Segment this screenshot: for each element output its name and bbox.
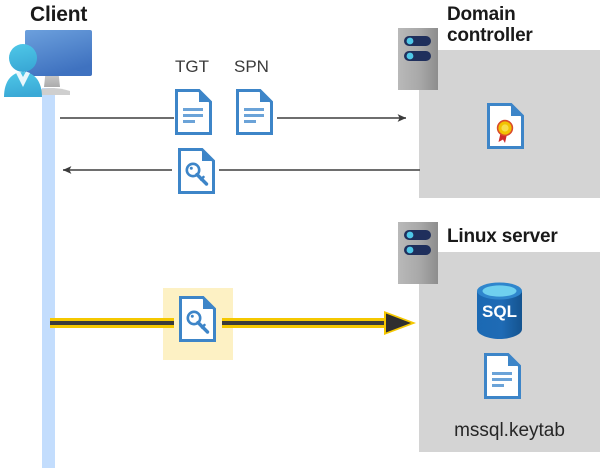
keytab-filename-caption: mssql.keytab: [454, 420, 565, 441]
certificate-document-icon: [487, 103, 524, 149]
document-icon-keytab: [484, 353, 521, 399]
page-title-domain-controller: Domain controller: [447, 4, 597, 47]
label-spn: SPN: [234, 57, 269, 76]
document-icon-spn: [236, 89, 273, 135]
client-lifeline: [42, 88, 55, 468]
label-tgt: TGT: [175, 57, 209, 76]
page-title-client: Client: [30, 3, 88, 26]
sql-database-icon: SQL: [477, 282, 522, 339]
document-key-icon-ticket-returned: [178, 148, 215, 194]
document-key-icon-service-ticket: [179, 296, 216, 342]
client-workstation-icon: [4, 30, 92, 97]
server-rack-icon-domain-controller: [398, 28, 438, 90]
server-rack-icon-linux-server: [398, 222, 438, 284]
domain-controller-title-line2: controller: [447, 25, 533, 47]
page-title-linux-server: Linux server: [447, 226, 558, 247]
sql-label: SQL: [482, 302, 517, 321]
document-icon-tgt: [175, 89, 212, 135]
domain-controller-title-line1: Domain: [447, 4, 516, 25]
